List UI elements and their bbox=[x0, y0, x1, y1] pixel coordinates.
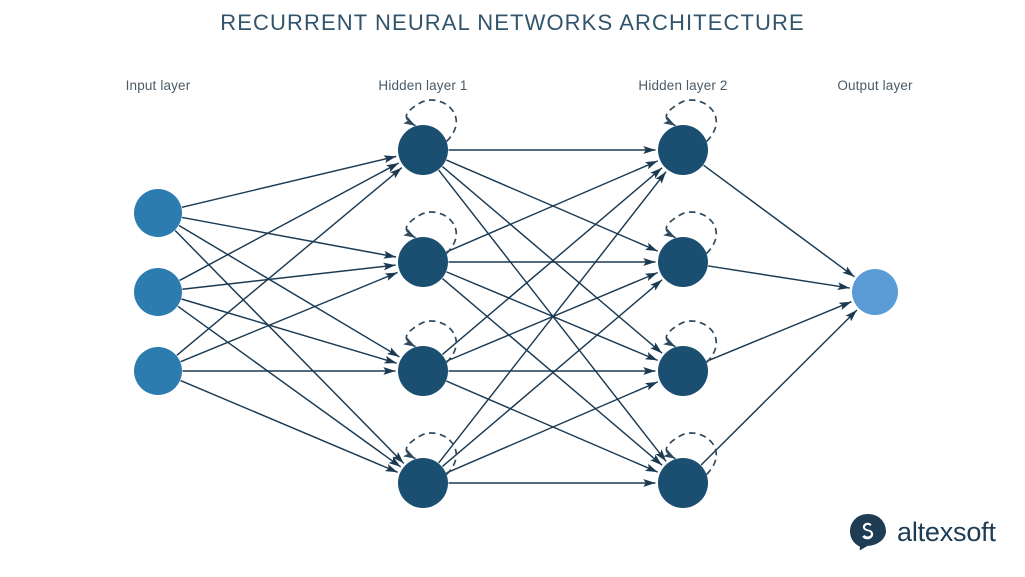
edge-hidden1-hidden2 bbox=[446, 160, 659, 253]
recurrent-loop-hidden1 bbox=[403, 320, 458, 364]
edge-hidden2-output bbox=[708, 265, 850, 291]
edge-input-hidden1 bbox=[176, 167, 403, 356]
node-hidden1-1[interactable] bbox=[398, 125, 448, 175]
edge-hidden1-hidden2 bbox=[446, 380, 659, 473]
edge-input-hidden1 bbox=[181, 298, 397, 364]
brand-logo: altexsoft bbox=[848, 512, 996, 552]
edge-hidden1-hidden2 bbox=[441, 277, 663, 466]
edge-input-hidden1 bbox=[178, 224, 400, 358]
brand-logo-text: altexsoft bbox=[897, 516, 996, 547]
recurrent-loop-hidden1 bbox=[403, 99, 458, 143]
node-output-1[interactable] bbox=[852, 269, 898, 315]
recurrent-loop-hidden2 bbox=[663, 211, 718, 255]
edge-input-hidden1 bbox=[182, 262, 396, 290]
node-hidden2-2[interactable] bbox=[658, 237, 708, 287]
recurrent-loop-hidden1 bbox=[403, 432, 458, 476]
layer-label-hidden2: Hidden layer 2 bbox=[638, 78, 728, 93]
edge-hidden1-hidden2 bbox=[438, 171, 667, 464]
node-hidden2-4[interactable] bbox=[658, 458, 708, 508]
recurrent-loop-hidden2 bbox=[663, 432, 718, 476]
edge-hidden2-output bbox=[703, 164, 855, 278]
edge-input-hidden1 bbox=[181, 216, 397, 259]
recurrent-loop-hidden2 bbox=[663, 320, 718, 364]
node-hidden2-3[interactable] bbox=[658, 346, 708, 396]
edge-hidden1-hidden2 bbox=[446, 159, 659, 252]
edge-input-hidden1 bbox=[180, 379, 398, 473]
edge-input-hidden1 bbox=[179, 162, 400, 282]
altexsoft-mark-icon bbox=[850, 514, 886, 551]
recurrent-loop-group bbox=[403, 99, 718, 476]
edge-input-hidden1 bbox=[177, 305, 402, 468]
page-title: RECURRENT NEURAL NETWORKS ARCHITECTURE bbox=[220, 10, 805, 35]
node-group bbox=[134, 125, 898, 508]
node-input-1[interactable] bbox=[134, 189, 182, 237]
edge-group bbox=[174, 146, 858, 487]
node-input-2[interactable] bbox=[134, 268, 182, 316]
layer-label-hidden1: Hidden layer 1 bbox=[378, 78, 468, 93]
recurrent-loop-hidden1 bbox=[403, 211, 458, 255]
edge-hidden2-output bbox=[700, 309, 858, 466]
node-hidden1-3[interactable] bbox=[398, 346, 448, 396]
node-hidden1-4[interactable] bbox=[398, 458, 448, 508]
edge-hidden1-hidden2 bbox=[441, 165, 663, 354]
edge-input-hidden1 bbox=[181, 155, 397, 209]
edge-hidden1-hidden2 bbox=[441, 167, 663, 356]
node-hidden2-1[interactable] bbox=[658, 125, 708, 175]
recurrent-loop-hidden2 bbox=[663, 99, 718, 143]
node-hidden1-2[interactable] bbox=[398, 237, 448, 287]
edge-hidden1-hidden2 bbox=[441, 279, 663, 468]
edge-hidden2-output bbox=[706, 301, 852, 362]
edge-input-hidden1 bbox=[174, 229, 405, 464]
edge-hidden1-hidden2 bbox=[446, 381, 659, 474]
layer-label-output: Output layer bbox=[837, 78, 913, 93]
edge-input-hidden1 bbox=[180, 271, 398, 363]
layer-label-input: Input layer bbox=[125, 78, 191, 93]
node-input-3[interactable] bbox=[134, 347, 182, 395]
